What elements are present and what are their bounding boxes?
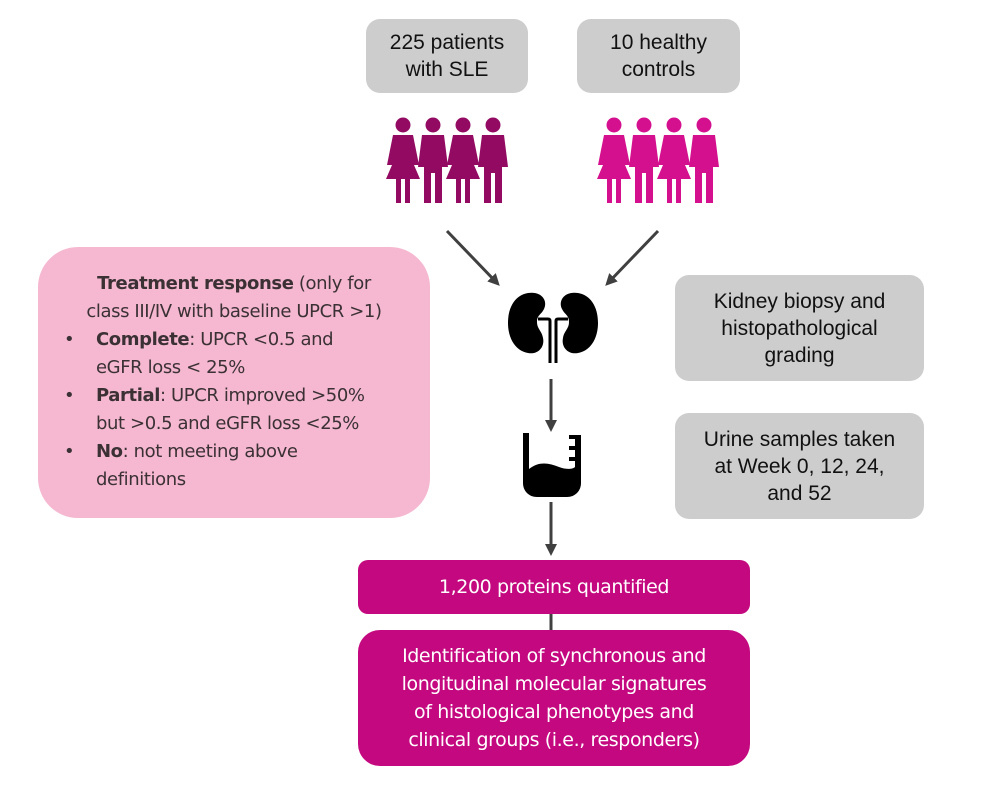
treatment-response-box: Treatment response (only for class III/I… bbox=[38, 247, 430, 518]
proteins-quantified-box: 1,200 proteins quantified bbox=[358, 560, 750, 614]
response-definition: : not meeting above definitions bbox=[96, 441, 298, 490]
kidneys-icon bbox=[508, 292, 598, 363]
controls-label: 10 healthy controls bbox=[610, 31, 707, 81]
treatment-response-scope: (only for class III/IV with baseline UPC… bbox=[86, 273, 382, 322]
controls-people-icon bbox=[597, 117, 719, 203]
response-definition: : UPCR improved >50% but >0.5 and eGFR l… bbox=[96, 385, 365, 434]
urine-note-box: Urine samples taken at Week 0, 12, 24, a… bbox=[675, 413, 924, 519]
response-definitions-list: • Complete: UPCR <0.5 and eGFR loss < 25%… bbox=[56, 326, 412, 494]
bullet: • bbox=[64, 329, 75, 350]
arrow-left-diagonal bbox=[445, 229, 500, 286]
response-label: Partial bbox=[96, 385, 161, 406]
proteins-quantified-label: 1,200 proteins quantified bbox=[438, 576, 670, 598]
male-person-icon bbox=[689, 117, 719, 203]
arrow-right-diagonal bbox=[605, 229, 660, 286]
controls-label-box: 10 healthy controls bbox=[577, 19, 740, 93]
female-person-icon bbox=[446, 117, 480, 203]
identification-box: Identification of synchronous and longit… bbox=[358, 630, 750, 766]
male-person-icon bbox=[629, 117, 659, 203]
urine-note: Urine samples taken at Week 0, 12, 24, a… bbox=[703, 427, 896, 505]
female-person-icon bbox=[386, 117, 420, 203]
biopsy-note-box: Kidney biopsy and histopathological grad… bbox=[675, 275, 924, 381]
response-item-complete: • Complete: UPCR <0.5 and eGFR loss < 25% bbox=[56, 326, 412, 382]
identification-label: Identification of synchronous and longit… bbox=[401, 645, 707, 751]
female-person-icon bbox=[657, 117, 691, 203]
male-person-icon bbox=[418, 117, 448, 203]
response-item-partial: • Partial: UPCR improved >50% but >0.5 an… bbox=[56, 382, 412, 438]
patients-people-icon bbox=[386, 117, 508, 203]
treatment-response-title: Treatment response (only for class III/I… bbox=[56, 270, 412, 326]
response-definition: : UPCR <0.5 and eGFR loss < 25% bbox=[96, 329, 334, 378]
response-item-no: • No: not meeting above definitions bbox=[56, 438, 412, 494]
biopsy-note: Kidney biopsy and histopathological grad… bbox=[713, 289, 886, 367]
bullet: • bbox=[64, 441, 75, 462]
urine-beaker-icon bbox=[523, 433, 581, 497]
response-label: No bbox=[96, 441, 123, 462]
bullet: • bbox=[64, 385, 75, 406]
patients-label: 225 patients with SLE bbox=[389, 31, 505, 81]
female-person-icon bbox=[597, 117, 631, 203]
male-person-icon bbox=[478, 117, 508, 203]
treatment-response-heading: Treatment response bbox=[97, 273, 294, 294]
patients-label-box: 225 patients with SLE bbox=[366, 19, 528, 93]
response-label: Complete bbox=[96, 329, 190, 350]
